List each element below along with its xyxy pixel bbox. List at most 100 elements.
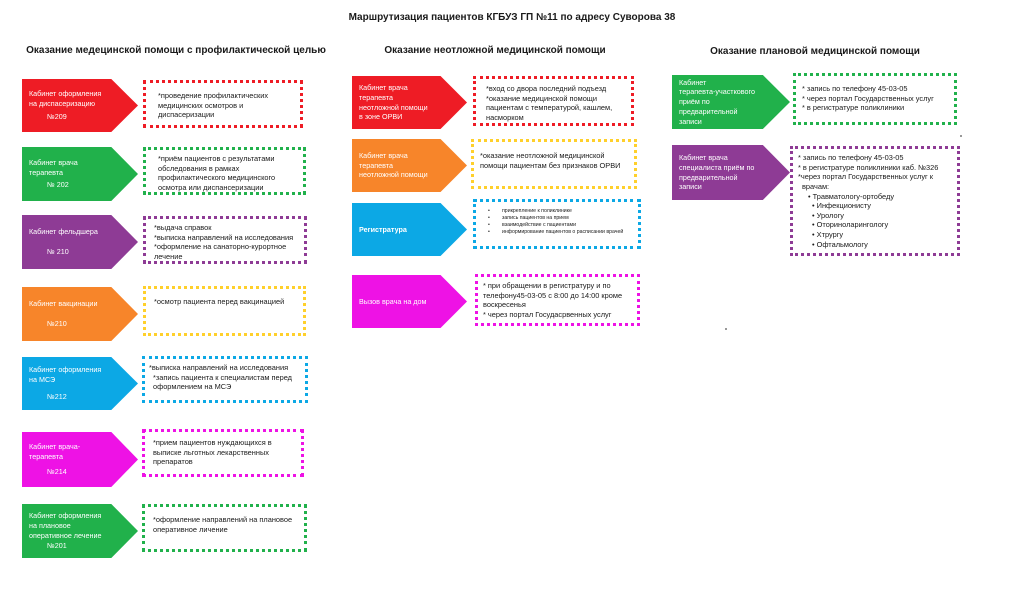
office-room: №210 [47,319,67,328]
office-name: Кабинет оформления [29,365,102,375]
office-room: №201 [47,541,67,551]
specialist-item: • Инфекционисту [812,201,871,211]
office-name: терапевта [29,451,63,461]
info-box-mse: *выписка направлений на исследования *за… [142,356,308,403]
info-line: *осмотр пациента перед вакцинацией [154,297,285,306]
info-box-home-visit: * при обращении в регистратуру и по теле… [475,274,640,326]
specialist-item: • Оториноларингологу [812,220,889,230]
arrow-office-vaccination: Кабинет вакцинации №210 [22,287,138,341]
arrow-urgent-no-orvi: Кабинет врача терапевта неотложной помощ… [352,139,467,192]
info-line: * при обращении в регистратуру и по [483,281,611,290]
specialist-item: • Офтальмологу [812,239,868,249]
info-line: *проведение профилактических [158,91,269,100]
info-line: насморком [486,112,524,122]
info-line: осмотра или диспансеризации [158,182,264,192]
info-line: * запись по телефону 45-03-05 [798,153,904,162]
page-title: Маршрутизация пациентов КГБУЗ ГП №11 по … [348,12,676,23]
info-box-district-therapist: * запись по телефону 45-03-05 * через по… [793,73,957,125]
specialist-item: • Урологу [812,210,844,220]
arrow-office-therapist-benefits: Кабинет врача- терапевта №214 [22,432,138,487]
office-name: специалиста приём по [679,162,755,172]
office-name: Кабинет фельдшера [29,227,98,237]
info-line: взаимодействие с пациентами [486,222,632,229]
office-name: Кабинет врача терапевта [359,83,408,102]
info-box-registry: прикрепление к поликлинике запись пациен… [473,199,641,249]
office-name: Кабинет врача- [29,441,81,451]
info-box-urgent-no-orvi: *оказание неотложной медицинской помощи … [471,139,637,189]
info-line: *выдача справок [154,223,212,232]
info-line: диспасеризации [158,110,215,120]
office-room: № 202 [47,180,69,190]
arrow-district-therapist: Кабинет терапевта-участкового приём по п… [672,75,790,129]
info-line: *вход со двора последний подъезд [486,84,607,93]
office-name: Кабинет врача терапевта [29,157,78,177]
column-heading-prophylactic: Оказание медецинской помощи с профилакти… [26,45,326,56]
info-box-specialist: * запись по телефону 45-03-05 * в регист… [790,146,960,256]
arrow-specialist: Кабинет врача специалиста приём по предв… [672,145,790,200]
office-name: Кабинет вакцинации [29,299,98,309]
office-name: терапевта-участкового [679,87,755,97]
info-line: оперативное личение [153,524,228,534]
info-line: обследования в рамках [158,163,240,173]
office-room: № 210 [47,247,69,256]
info-line: * в регистратуре поликлиники каб. №326 [798,162,939,172]
info-box-vaccination: *осмотр пациента перед вакцинацией [143,286,306,336]
info-line: препаратов [153,457,193,467]
office-name: Кабинет [679,77,707,87]
office-name: записи [679,116,702,126]
office-name: предварительной записи [679,172,738,192]
office-name: Кабинет оформления [29,89,102,99]
info-line: медицинских осмотров и [158,100,244,110]
column-heading-planned: Оказание плановой медицинской помощи [710,46,920,57]
office-name: на МСЭ [29,375,56,385]
office-room: №212 [47,391,67,401]
info-line: информирование пациентов о расписании вр… [486,229,632,236]
info-line: * через портал Госудасрвенных услуг [483,309,612,319]
info-line: профилактического медицинского [158,173,276,183]
office-name: на диспасеризацию [29,99,96,109]
info-line: пациентам с температурой, кашлем, [486,103,613,113]
office-name: неотложной помощи [359,102,428,112]
arrow-home-visit: Вызов врача на дом [352,275,467,328]
office-name: неотложной помощи [359,170,428,180]
column-heading-urgent: Оказание неотложной медицинской помощи [384,45,606,56]
info-box-benefits: *прием пациентов нуждающихся в выписке л… [142,429,304,477]
office-room: №209 [47,111,67,121]
info-box-urgent-orvi: *вход со двора последний подъезд *оказан… [473,76,634,126]
arrow-urgent-orvi: Кабинет врача терапевта неотложной помощ… [352,76,467,129]
info-line: *оказание медицинской помощи [486,93,598,103]
specialist-item: • Хтрургу [812,230,844,239]
info-line: *оказание неотложной медицинской [480,151,605,160]
info-line: *выписка направлений на исследования [149,363,289,372]
office-name: оперативное лечение [29,530,102,540]
office-name: Кабинет оформления [29,511,102,521]
info-line: * через портал Государственных услуг [802,93,934,103]
info-box-surgery: *оформление направлений на плановое опер… [142,504,307,552]
info-line: *оформление направлений на плановое [153,515,293,524]
info-line: *оформление на санаторно-курортное [154,242,287,252]
decorative-dot [725,328,727,330]
specialist-item: • Травматологу-ортобеду [808,191,895,201]
office-name: Вызов врача на дом [359,296,427,306]
info-line: *приём пациентов с результатами [158,154,275,163]
arrow-office-dispensary: Кабинет оформления на диспасеризацию №20… [22,79,138,132]
info-line: выписке льготных лекарственных [153,447,269,457]
info-line: *запись пациента к специалистам перед [153,372,292,382]
info-line: прикрепление к поликлинике [486,208,632,215]
info-box-paramedic: *выдача справок *выписка направлений на … [143,216,307,264]
info-line: * в регистратуре поликлиники [802,103,905,113]
office-name: Регистратура [359,224,407,234]
info-line: воскресенья [483,300,526,310]
info-line: *прием пациентов нуждающихся в [153,438,272,447]
info-line: *через портал Государственных услуг к [798,172,934,182]
info-box-dispensary: *проведение профилактических медицинских… [143,80,303,128]
info-line: врачам: [802,181,830,191]
office-name: на плановое [29,520,71,530]
arrow-office-surgery: Кабинет оформления на плановое оперативн… [22,504,138,558]
office-name: приём по предварительной [679,97,738,116]
office-name: Кабинет врача терапевта [359,150,408,170]
office-name: в зоне ОРВИ [359,112,403,122]
arrow-office-paramedic: Кабинет фельдшера № 210 [22,215,138,269]
arrow-registry: Регистратура [352,203,467,256]
arrow-office-therapist: Кабинет врача терапевта № 202 [22,147,138,201]
